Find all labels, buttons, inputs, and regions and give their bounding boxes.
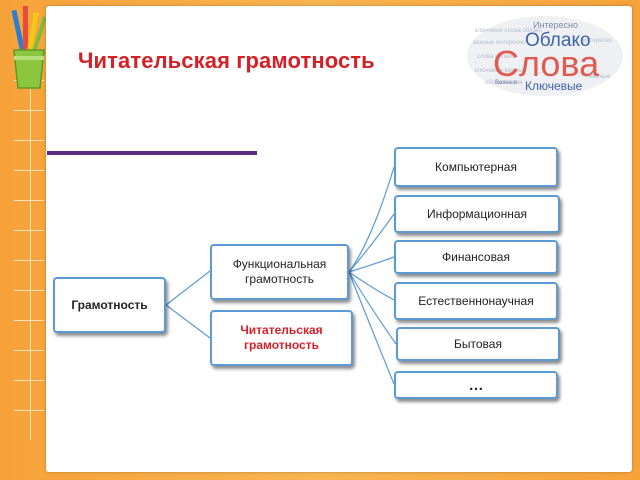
- word-cloud-image: ключевые слова облако важные интересно с…: [467, 16, 623, 96]
- ruler-tick: [14, 290, 44, 291]
- branch-label: Естественнонаучная: [418, 293, 534, 308]
- branch-computer: Компьютерная: [394, 147, 558, 187]
- branch-label: Финансовая: [442, 249, 510, 264]
- branch-information: Информационная: [394, 195, 560, 233]
- link-functional-4: [348, 271, 397, 345]
- branch-household: Бытовая: [396, 327, 560, 361]
- svg-text:облако слова: облако слова: [485, 80, 523, 86]
- branch-financial: Финансовая: [394, 240, 558, 274]
- branch-more: …: [394, 371, 558, 399]
- branch-label: Компьютерная: [435, 159, 517, 174]
- link-functional-1: [348, 213, 395, 273]
- branch-label: Бытовая: [454, 336, 502, 351]
- ruler-tick: [14, 170, 44, 171]
- branch-label: Информационная: [426, 206, 528, 221]
- ruler-tick: [14, 320, 44, 321]
- link-root-reading: [165, 304, 211, 339]
- root-node: Грамотность: [53, 277, 166, 333]
- branch-label: …: [468, 376, 484, 394]
- wordcloud-tiny: Важные: [495, 80, 518, 86]
- reading-label: Читательская грамотность: [240, 323, 323, 352]
- ruler-tick: [14, 380, 44, 381]
- wordcloud-top: Облако: [525, 30, 591, 51]
- link-functional-2: [348, 256, 395, 273]
- page-title: Читательская грамотность: [78, 48, 375, 73]
- ruler-tick: [14, 410, 44, 411]
- link-functional-3: [348, 271, 395, 301]
- title-underline: [47, 151, 257, 155]
- link-functional-5: [348, 271, 395, 385]
- ruler-tick: [14, 110, 44, 111]
- ruler-tick: [14, 350, 44, 351]
- ruler-tick: [14, 260, 44, 261]
- svg-text:слова облако: слова облако: [477, 54, 515, 60]
- wordcloud-small: Интересно: [533, 20, 578, 30]
- ruler-tick: [14, 230, 44, 231]
- svg-text:интересно: интересно: [583, 38, 613, 44]
- left-ruler: [0, 80, 46, 450]
- branch-science: Естественнонаучная: [394, 282, 558, 320]
- functional-label: Функциональная грамотность: [232, 257, 327, 286]
- link-functional-0: [348, 166, 395, 273]
- svg-text:важные интересно: важные интересно: [473, 40, 526, 46]
- link-root-functional: [165, 270, 211, 306]
- functional-literacy-node: Функциональная грамотность: [210, 244, 349, 300]
- svg-text:важные: важные: [589, 74, 611, 80]
- wordcloud-big: Слова: [493, 43, 600, 84]
- svg-text:ключевые важные: ключевые важные: [475, 68, 527, 74]
- wordcloud-bottom: Ключевые: [525, 79, 583, 93]
- reading-literacy-node: Читательская грамотность: [210, 310, 353, 366]
- ruler-tick: [14, 200, 44, 201]
- pencil-cup-icon: [11, 6, 48, 89]
- svg-text:ключевые слова облако: ключевые слова облако: [475, 28, 543, 34]
- ruler-tick: [14, 140, 44, 141]
- root-label: Грамотность: [71, 297, 148, 312]
